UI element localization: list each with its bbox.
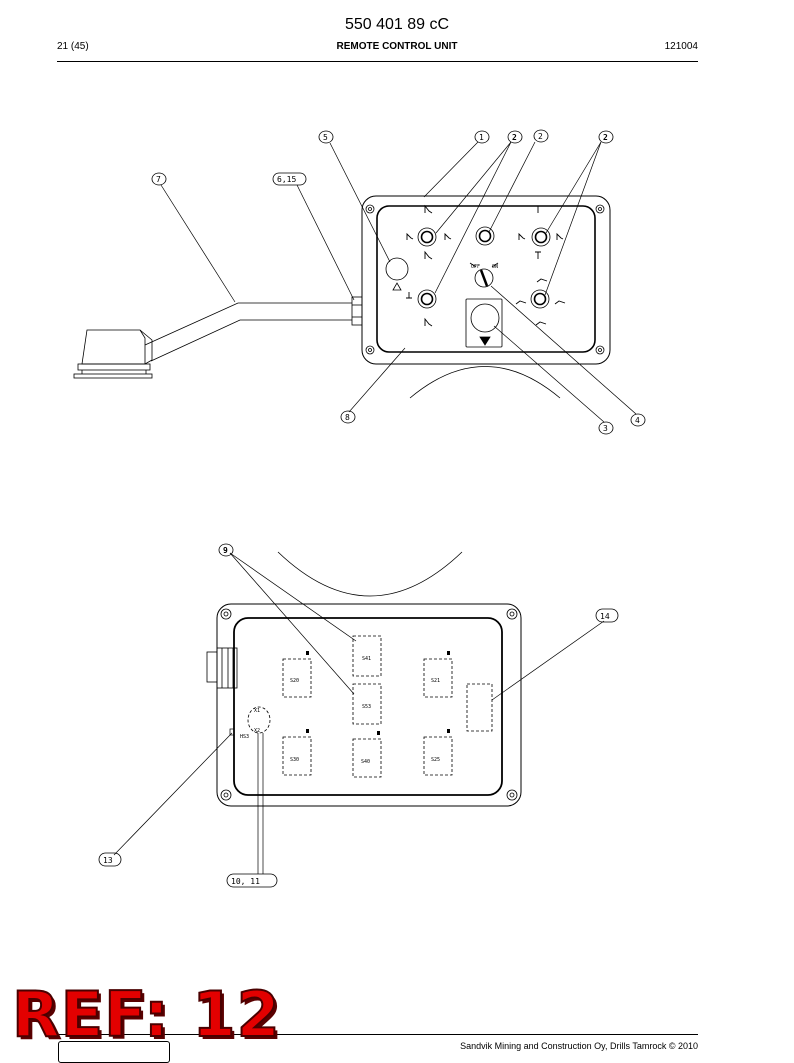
- corner-screws: [365, 204, 605, 355]
- boom-symbols: [406, 204, 566, 327]
- label-hs3: HS3: [240, 734, 249, 740]
- callout-7: 7: [156, 175, 161, 184]
- key-switch: [469, 262, 499, 288]
- callout-1: 1: [479, 133, 484, 142]
- component-outlines: [247, 635, 493, 778]
- callout-14: 14: [600, 612, 610, 621]
- label-s25: S25: [431, 757, 440, 763]
- joystick-3: [531, 227, 551, 247]
- label-x2: X2: [254, 728, 260, 734]
- label-s40: S40: [361, 759, 370, 765]
- page-number: 21 (45): [57, 41, 89, 52]
- joystick-5: [530, 289, 550, 309]
- joystick-2: [475, 226, 495, 246]
- cable-gland: [351, 296, 363, 326]
- label-s20: S20: [290, 678, 299, 684]
- side-gland: [206, 647, 238, 689]
- document-date: 121004: [664, 41, 698, 52]
- callout-10-11: 10, 11: [231, 877, 260, 886]
- header-rule: [57, 61, 698, 62]
- label-s30: S30: [290, 757, 299, 763]
- callout-3: 3: [603, 424, 608, 433]
- callout-9: 9: [223, 546, 228, 555]
- handle-arc-bottom: [277, 551, 463, 597]
- footer-copyright: Sandvik Mining and Construction Oy, Dril…: [460, 1041, 698, 1051]
- terminal-marks: [229, 651, 450, 736]
- handle-arc: [409, 366, 561, 399]
- bottom-view-drawing: S41 S53 S20 S21 S30 S25 S40 X1 X2 HS3: [98, 543, 619, 888]
- top-leader-lines: [160, 141, 637, 423]
- label-x1: X1: [254, 708, 260, 714]
- emergency-stop: [465, 298, 503, 348]
- footer-rule: [57, 1034, 698, 1035]
- housing-outer: [361, 195, 611, 365]
- back-corner-screws: [220, 608, 518, 801]
- document-title: REMOTE CONTROL UNIT: [336, 41, 458, 52]
- callout-2a: 2: [512, 133, 517, 142]
- joystick-1: [417, 227, 437, 247]
- indicator-lamp: [385, 257, 409, 281]
- label-s41: S41: [362, 656, 371, 662]
- callout-6-15: 6,15: [277, 175, 296, 184]
- callout-5: 5: [323, 133, 328, 142]
- top-view-drawing: OFF ON: [73, 129, 646, 435]
- switch-on-label: ON: [492, 264, 498, 270]
- housing-back-inner: [233, 617, 503, 796]
- label-s53: S53: [362, 704, 371, 710]
- joystick-4: [417, 289, 437, 309]
- callout-2b: 2: [538, 132, 543, 141]
- bottom-callouts: 9 14 13 10, 11: [98, 543, 619, 888]
- cable-connector: [73, 329, 153, 379]
- warning-triangle-icon: [392, 282, 402, 291]
- label-s21: S21: [431, 678, 440, 684]
- housing-back-outer: [216, 603, 522, 807]
- bottom-leader-lines: [113, 552, 605, 874]
- callout-13: 13: [103, 856, 113, 865]
- callout-4: 4: [635, 416, 640, 425]
- cable: [144, 302, 352, 362]
- switch-off-label: OFF: [471, 264, 480, 270]
- housing-inner: [376, 205, 596, 353]
- callout-8: 8: [345, 413, 350, 422]
- reference-stamp: REF: 12: [11, 978, 281, 1051]
- callout-2c: 2: [603, 133, 608, 142]
- component-labels: S41 S53 S20 S21 S30 S25 S40 X1 X2 HS3: [240, 656, 440, 765]
- document-number: 550 401 89 cC: [344, 16, 450, 33]
- top-callouts: 5 1 2 2 2 7 6,15 8 3 4: [151, 129, 646, 435]
